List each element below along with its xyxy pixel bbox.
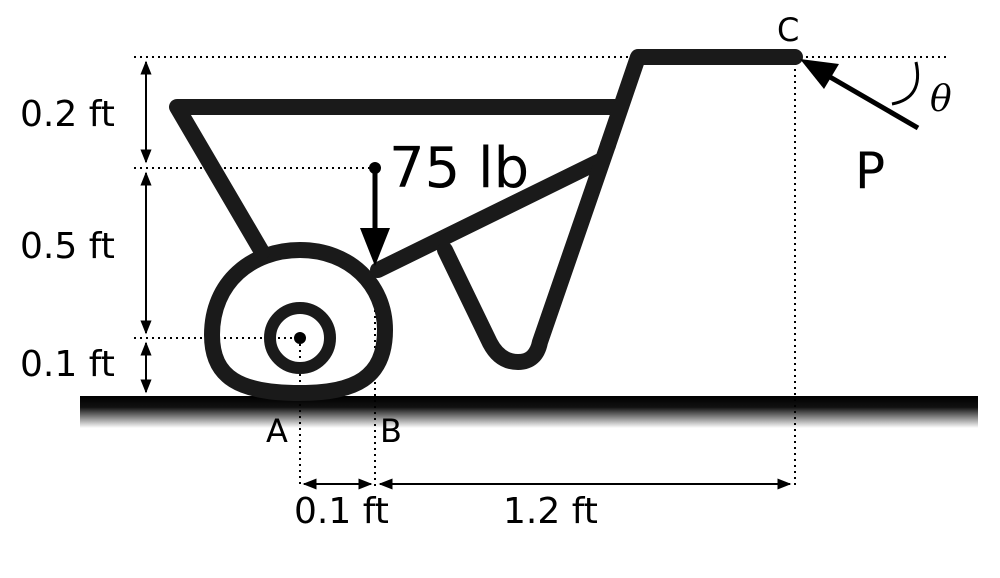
point-label-a: A [266, 412, 288, 450]
angle-arc [891, 61, 919, 106]
tub [169, 99, 626, 278]
dim-label-top: 0.2 ft [20, 94, 115, 135]
handle [600, 49, 803, 153]
force-p-arrow [800, 59, 920, 131]
load-label: 75 lb [389, 136, 529, 201]
point-label-c: C [777, 11, 799, 49]
support-leg [437, 137, 616, 370]
force-label: P [855, 142, 885, 200]
point-label-b: B [380, 412, 402, 450]
dim-label-ab: 0.1 ft [294, 491, 389, 532]
load-arrow [360, 162, 390, 266]
wheel [204, 242, 393, 401]
dim-label-bc: 1.2 ft [503, 491, 598, 532]
axle-point [294, 332, 306, 344]
angle-label: θ [930, 79, 952, 120]
dim-label-mid: 0.5 ft [20, 226, 115, 267]
ground [80, 396, 978, 428]
dim-label-bottom: 0.1 ft [20, 344, 115, 385]
